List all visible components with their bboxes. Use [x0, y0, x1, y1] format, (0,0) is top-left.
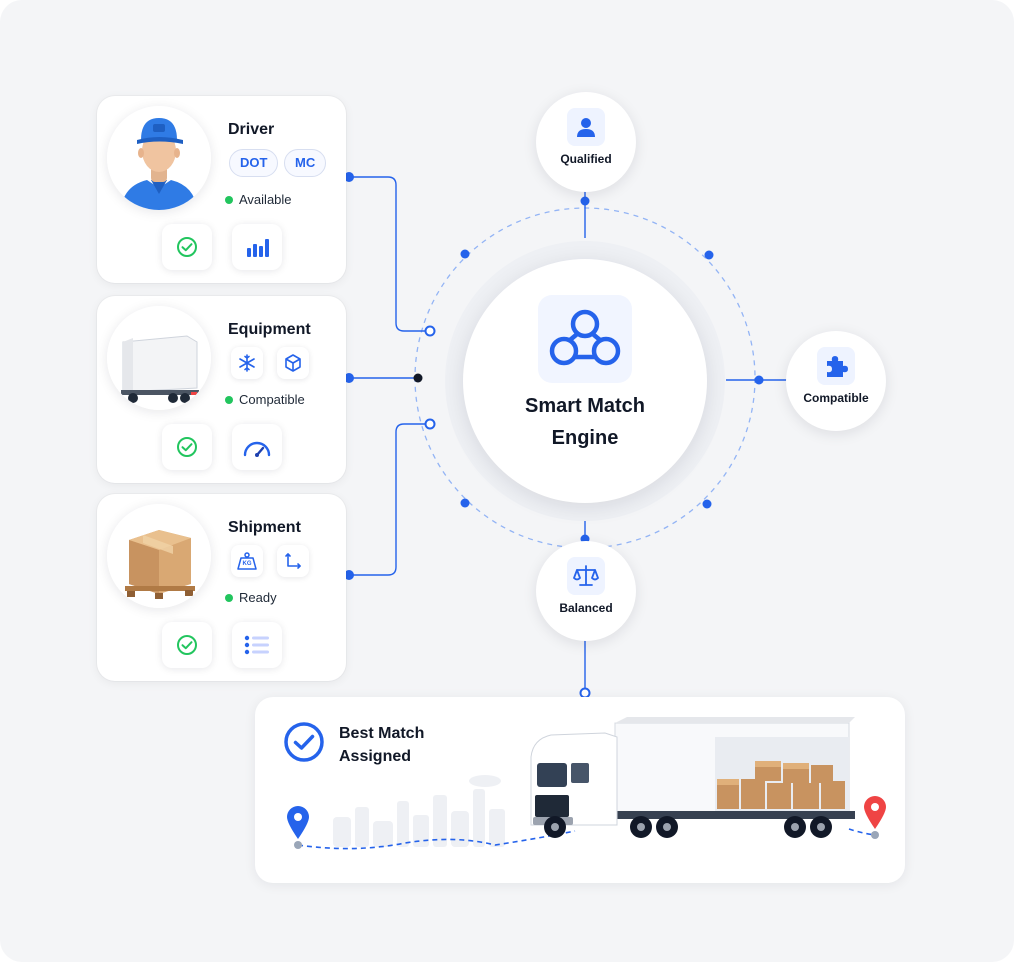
shipment-title: Shipment — [228, 519, 301, 536]
scale-icon — [567, 557, 605, 595]
gauge-icon[interactable] — [232, 424, 282, 470]
check-circle-icon[interactable] — [162, 424, 212, 470]
route-line — [297, 830, 576, 850]
orbit-dot — [460, 498, 470, 508]
compatible-node[interactable]: Compatible — [786, 331, 886, 431]
puzzle-icon — [817, 347, 855, 385]
route-scene — [287, 717, 886, 850]
best-match-card[interactable]: Best Match Assigned — [255, 697, 905, 883]
driver-title: Driver — [228, 121, 275, 138]
result-title-line1: Best Match — [339, 725, 425, 742]
check-circle-icon[interactable] — [162, 224, 212, 270]
shipment-connector — [349, 423, 430, 576]
list-icon[interactable] — [232, 622, 282, 668]
route-line-end — [848, 828, 876, 836]
qualified-node[interactable]: Qualified — [536, 92, 636, 192]
balanced-node[interactable]: Balanced — [536, 541, 636, 641]
result-title-line2: Assigned — [339, 748, 412, 765]
orbit-dot — [704, 250, 714, 260]
user-icon — [567, 108, 605, 146]
shipment-status: Ready — [225, 590, 277, 605]
driver-status-label: Available — [239, 192, 292, 207]
driver-status: Available — [225, 192, 292, 207]
status-dot-icon — [225, 195, 233, 204]
engine-title-line1: Smart Match — [524, 395, 646, 417]
qualified-label: Qualified — [560, 152, 612, 166]
box-trailer-image — [107, 306, 211, 410]
weight-kg-icon: KG — [231, 545, 263, 577]
connector-start-dot — [344, 373, 354, 383]
smart-match-engine[interactable]: Smart Match Engine — [463, 259, 707, 503]
connector-start-dot — [344, 172, 354, 182]
package-icon — [277, 347, 309, 379]
equipment-card[interactable]: Equipment Compatible — [97, 296, 346, 483]
orbit-dot — [460, 249, 470, 259]
weight-kg-label: KG — [242, 561, 252, 567]
connector-end-ring — [424, 418, 436, 430]
origin-pin-icon — [287, 806, 309, 839]
connector-dot — [580, 196, 590, 206]
connector-end-ring — [424, 325, 436, 337]
status-dot-icon — [225, 395, 233, 404]
connector-dot — [754, 375, 764, 385]
balanced-label: Balanced — [559, 601, 613, 615]
snowflake-icon — [231, 347, 263, 379]
compatible-label: Compatible — [803, 391, 869, 405]
shipment-status-label: Ready — [239, 590, 277, 605]
driver-card[interactable]: Driver DOT MC Available — [97, 96, 346, 283]
shipment-card[interactable]: Shipment KG Ready — [97, 494, 346, 681]
status-dot-icon — [225, 593, 233, 602]
equipment-status: Compatible — [225, 392, 305, 407]
orbit-dot — [702, 499, 712, 509]
driver-connector — [349, 176, 430, 332]
check-circle-icon — [283, 721, 325, 763]
equipment-title: Equipment — [228, 321, 311, 338]
mc-badge: MC — [284, 149, 327, 177]
destination-pin-icon — [864, 796, 886, 829]
connector-start-dot — [344, 570, 354, 580]
dimensions-icon — [277, 545, 309, 577]
driver-avatar — [107, 106, 211, 210]
semi-truck-image — [530, 717, 855, 838]
bar-chart-icon[interactable] — [232, 224, 282, 270]
cloud-network-icon — [538, 295, 632, 383]
city-skyline — [333, 775, 505, 847]
pallet-boxes-image — [107, 504, 211, 608]
equipment-status-label: Compatible — [239, 392, 305, 407]
result-title: Best Match Assigned — [339, 722, 424, 768]
engine-title-line2: Engine — [551, 427, 619, 449]
dot-badge: DOT — [229, 149, 279, 177]
connector-end-dot — [413, 373, 423, 383]
check-circle-icon[interactable] — [162, 622, 212, 668]
